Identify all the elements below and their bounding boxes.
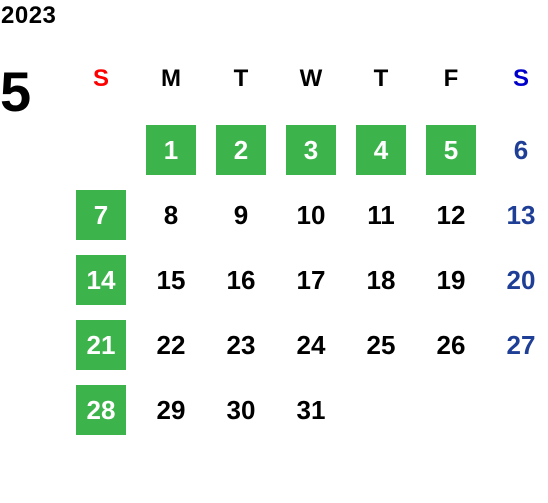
weekday-label-sun: S [92, 65, 109, 92]
calendar-day-holiday: 2 [216, 125, 266, 175]
calendar-day-holiday: 5 [426, 125, 476, 175]
calendar-day: 20 [506, 265, 536, 295]
calendar-day: 10 [296, 200, 326, 230]
calendar-day: 23 [226, 330, 256, 360]
calendar-day: 17 [296, 265, 326, 295]
weekday-label-mon: M [161, 65, 181, 92]
calendar-day: 13 [506, 200, 536, 230]
calendar-day: 8 [163, 200, 179, 230]
calendar-day: 6 [513, 135, 529, 165]
calendar-day: 19 [436, 265, 466, 295]
weekday-label-tue: T [233, 65, 249, 92]
calendar-day: 24 [296, 330, 326, 360]
calendar-year: 2023 [1, 2, 57, 29]
calendar-day-holiday: 7 [76, 190, 126, 240]
calendar-day: 18 [366, 265, 396, 295]
calendar-day-holiday: 21 [76, 320, 126, 370]
calendar-day: 12 [436, 200, 466, 230]
calendar-day: 22 [156, 330, 186, 360]
calendar-day: 16 [226, 265, 256, 295]
calendar-day: 25 [366, 330, 396, 360]
calendar-day: 9 [233, 200, 249, 230]
calendar-day: 26 [436, 330, 466, 360]
calendar-month: 5 [0, 60, 32, 123]
weekday-label-fri: F [443, 65, 459, 92]
calendar-day: 29 [156, 395, 186, 425]
calendar-day: 15 [156, 265, 186, 295]
calendar-day: 27 [506, 330, 536, 360]
weekday-label-thu: T [373, 65, 389, 92]
calendar-day-holiday: 1 [146, 125, 196, 175]
calendar-day-holiday: 4 [356, 125, 406, 175]
calendar-day: 11 [367, 200, 395, 230]
calendar-day-holiday: 14 [76, 255, 126, 305]
calendar-day: 30 [226, 395, 256, 425]
calendar-day-holiday: 3 [286, 125, 336, 175]
calendar-day-holiday: 28 [76, 385, 126, 435]
weekday-label-sat: S [512, 65, 529, 92]
calendar-day: 31 [296, 395, 326, 425]
weekday-label-wed: W [299, 65, 323, 92]
